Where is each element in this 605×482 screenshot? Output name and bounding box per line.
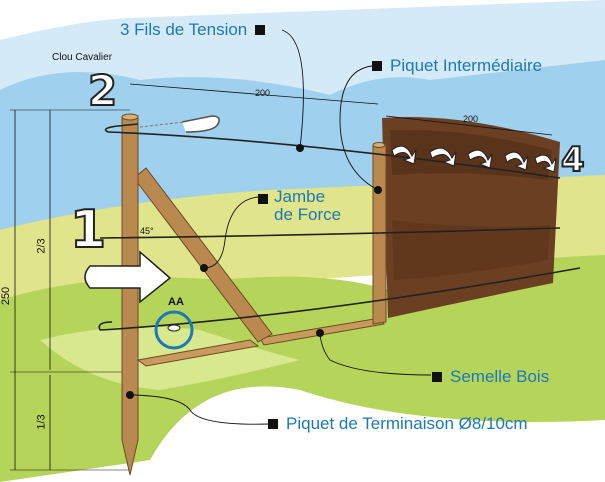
label-wood-sole: Semelle Bois [432, 367, 549, 387]
force-arrow [84, 250, 172, 304]
sky-highlight [0, 0, 605, 95]
staple-shape [181, 115, 220, 133]
dim-height-lower: 1/3 [35, 414, 48, 430]
label-end-post: Piquet de Terminaison Ø8/10cm [268, 414, 528, 434]
label-brace-line1: Jambe [274, 187, 326, 206]
label-intermediate-post: Piquet Intermédiaire [372, 56, 542, 76]
dim-angle: 45° [140, 226, 154, 236]
label-intermediate-post-text: Piquet Intermédiaire [390, 56, 543, 75]
dim-panel-span: 200 [463, 114, 479, 124]
wood-sole-plank [136, 339, 260, 367]
label-detail-marker: AA [168, 296, 184, 308]
label-brace-line2: de Force [274, 205, 342, 224]
earth-panel-texture-2 [392, 220, 550, 280]
step-number-one: 1 [69, 199, 107, 261]
bullet-square-icon [268, 419, 278, 429]
end-post [121, 115, 139, 476]
dim-height-total: 250 [0, 286, 13, 306]
bullet-square-icon [255, 25, 266, 35]
label-brace: Jambe de Force [258, 188, 341, 224]
label-tension-wires-text: 3 Fils de Tension [120, 20, 248, 39]
leader-sole [319, 334, 432, 376]
post-span-dim [129, 83, 379, 105]
leader-endpost [131, 394, 271, 425]
brace-beam [133, 167, 273, 343]
grass-ground [0, 255, 605, 482]
dim-post-span: 200 [255, 88, 271, 98]
panel-arrows [391, 145, 557, 173]
bullet-square-icon [372, 61, 382, 71]
bullet-square-icon [432, 372, 442, 382]
label-wood-sole-text: Semelle Bois [450, 367, 550, 386]
bullet-square-icon [258, 194, 268, 204]
leader-brace [203, 196, 259, 269]
step-number-two: 2 [87, 65, 118, 116]
step-number-four: 4 [560, 139, 586, 181]
dim-height-upper: 2/3 [35, 238, 48, 254]
detail-circle [154, 310, 194, 350]
label-staple: Clou Cavalier [52, 52, 113, 63]
intermediate-post [372, 143, 387, 325]
panel-span-dim [385, 115, 553, 136]
label-end-post-text: Piquet de Terminaison Ø8/10cm [286, 414, 528, 433]
label-tension-wires: 3 Fils de Tension [120, 20, 266, 40]
wire-middle [99, 227, 561, 239]
leader-intermediate [339, 65, 379, 191]
wire-top-loop [104, 123, 139, 133]
leader-tension [281, 29, 304, 149]
